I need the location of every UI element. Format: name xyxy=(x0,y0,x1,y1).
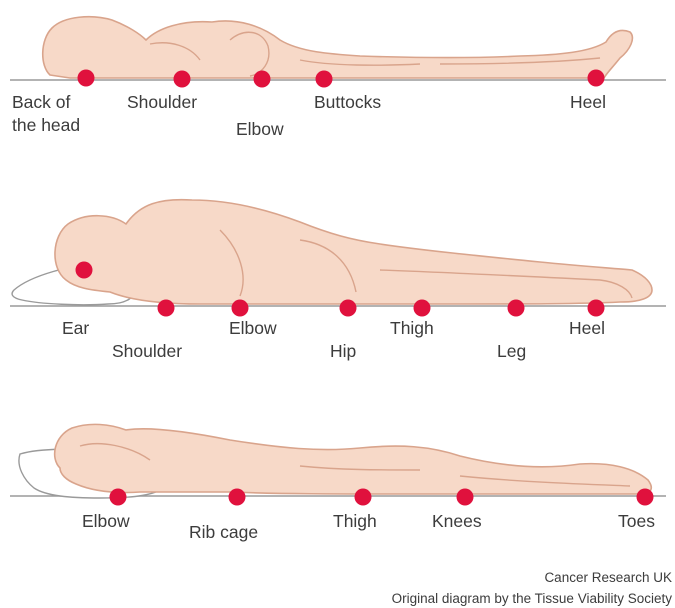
credit: Cancer Research UK Original diagram by t… xyxy=(392,570,673,606)
pressure-point-dot xyxy=(414,300,431,317)
pressure-point-dot xyxy=(78,70,95,87)
pressure-point-label: Rib cage xyxy=(189,522,258,542)
pressure-point-dot xyxy=(340,300,357,317)
body-figure xyxy=(43,17,633,78)
pressure-point-dot xyxy=(232,300,249,317)
pressure-point-dot xyxy=(316,71,333,88)
pressure-point-dot xyxy=(355,489,372,506)
pressure-point-dot xyxy=(637,489,654,506)
pressure-point-dot xyxy=(174,71,191,88)
pressure-point-label: Shoulder xyxy=(112,341,182,361)
panel-side xyxy=(10,200,666,306)
panel-back xyxy=(10,17,666,80)
pressure-point-dot xyxy=(254,71,271,88)
pressure-point-label: Ear xyxy=(62,318,89,338)
pressure-point-label: Shoulder xyxy=(127,92,197,112)
pressure-point-dot xyxy=(588,300,605,317)
body-figure xyxy=(55,200,652,304)
pressure-point-label: Hip xyxy=(330,341,356,361)
pressure-point-dot xyxy=(110,489,127,506)
pressure-point-label: Toes xyxy=(618,511,655,531)
credit-line-2: Original diagram by the Tissue Viability… xyxy=(392,591,673,606)
pressure-point-label: Buttocks xyxy=(314,92,381,112)
pressure-point-label: the head xyxy=(12,115,80,135)
pressure-point-label: Thigh xyxy=(333,511,377,531)
pressure-point-dot xyxy=(76,262,93,279)
credit-line-1: Cancer Research UK xyxy=(544,570,672,585)
panel-front xyxy=(10,424,666,498)
pressure-point-label: Knees xyxy=(432,511,482,531)
pressure-point-label: Heel xyxy=(570,92,606,112)
pressure-point-dot xyxy=(457,489,474,506)
pressure-point-dot xyxy=(588,70,605,87)
pressure-point-label: Back of xyxy=(12,92,70,112)
pressure-point-label: Heel xyxy=(569,318,605,338)
pressure-point-label: Leg xyxy=(497,341,526,361)
pressure-point-dot xyxy=(158,300,175,317)
pressure-point-label: Elbow xyxy=(229,318,277,338)
pressure-point-label: Thigh xyxy=(390,318,434,338)
pressure-point-label: Elbow xyxy=(82,511,130,531)
pressure-point-label: Elbow xyxy=(236,119,284,139)
pressure-point-dot xyxy=(508,300,525,317)
pressure-point-dot xyxy=(229,489,246,506)
